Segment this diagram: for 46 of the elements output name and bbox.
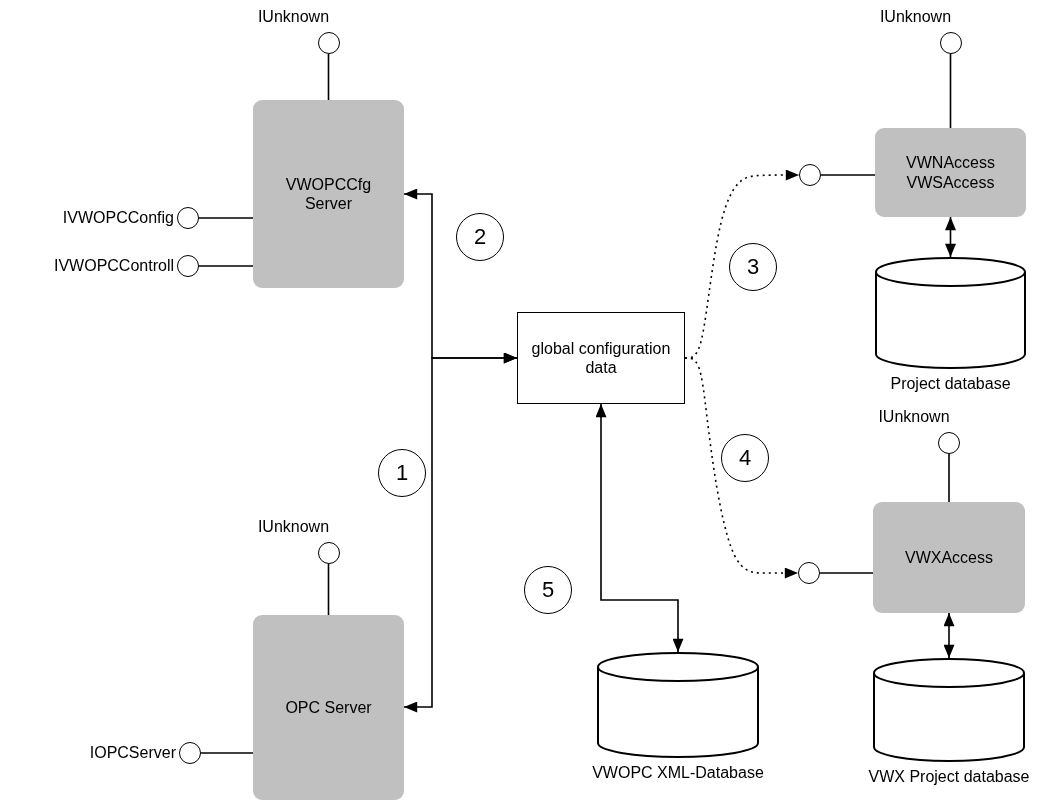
interface-circle <box>317 32 340 54</box>
component-box: OPC Server <box>253 615 404 800</box>
interface-circle <box>939 32 962 54</box>
arrow <box>943 612 955 659</box>
connector-line <box>327 53 330 101</box>
database-label: Project database <box>890 375 1011 393</box>
interface-circle <box>177 255 199 277</box>
data-box: global configuration data <box>517 312 685 404</box>
step-number-circle: 5 <box>524 566 572 614</box>
interface-label: IUnknown <box>257 518 330 536</box>
connector-line <box>820 174 876 176</box>
arrow <box>945 216 956 258</box>
connector-line <box>819 572 874 574</box>
step-number-circle: 2 <box>456 213 504 261</box>
step-number-circle: 4 <box>721 434 769 482</box>
connector-line <box>948 453 950 503</box>
interface-label: IUnknown <box>257 8 330 26</box>
database-cylinder <box>875 257 1026 369</box>
connector-line <box>200 752 254 754</box>
interface-circle <box>179 742 201 764</box>
interface-circle <box>798 562 820 584</box>
arrow <box>403 352 518 713</box>
connector-line <box>949 53 952 129</box>
connector-line <box>198 265 254 267</box>
interface-circle <box>177 207 199 229</box>
interface-circle <box>799 164 821 186</box>
connector-line <box>198 217 254 219</box>
interface-circle <box>317 542 340 564</box>
connector-line <box>327 563 330 616</box>
arrow <box>595 403 684 653</box>
interface-label: IVWOPCControll <box>53 257 174 275</box>
database-cylinder <box>597 652 759 758</box>
interface-label: IVWOPCConfig <box>62 209 174 227</box>
component-box: VWNAccess VWSAccess <box>875 128 1026 217</box>
dotted-arrow <box>684 357 799 579</box>
component-box: VWOPCCfg Server <box>253 100 404 288</box>
component-box: VWXAccess <box>873 502 1025 613</box>
interface-label: IUnknown <box>878 408 950 426</box>
interface-label: IUnknown <box>879 8 952 26</box>
database-label: VWOPC XML-Database <box>592 764 764 782</box>
interface-label: IOPCServer <box>89 744 176 762</box>
database-label: VWX Project database <box>868 768 1030 786</box>
step-number-circle: 3 <box>729 243 777 291</box>
step-number-circle: 1 <box>378 449 426 497</box>
database-cylinder <box>873 658 1025 762</box>
interface-circle <box>938 432 960 454</box>
